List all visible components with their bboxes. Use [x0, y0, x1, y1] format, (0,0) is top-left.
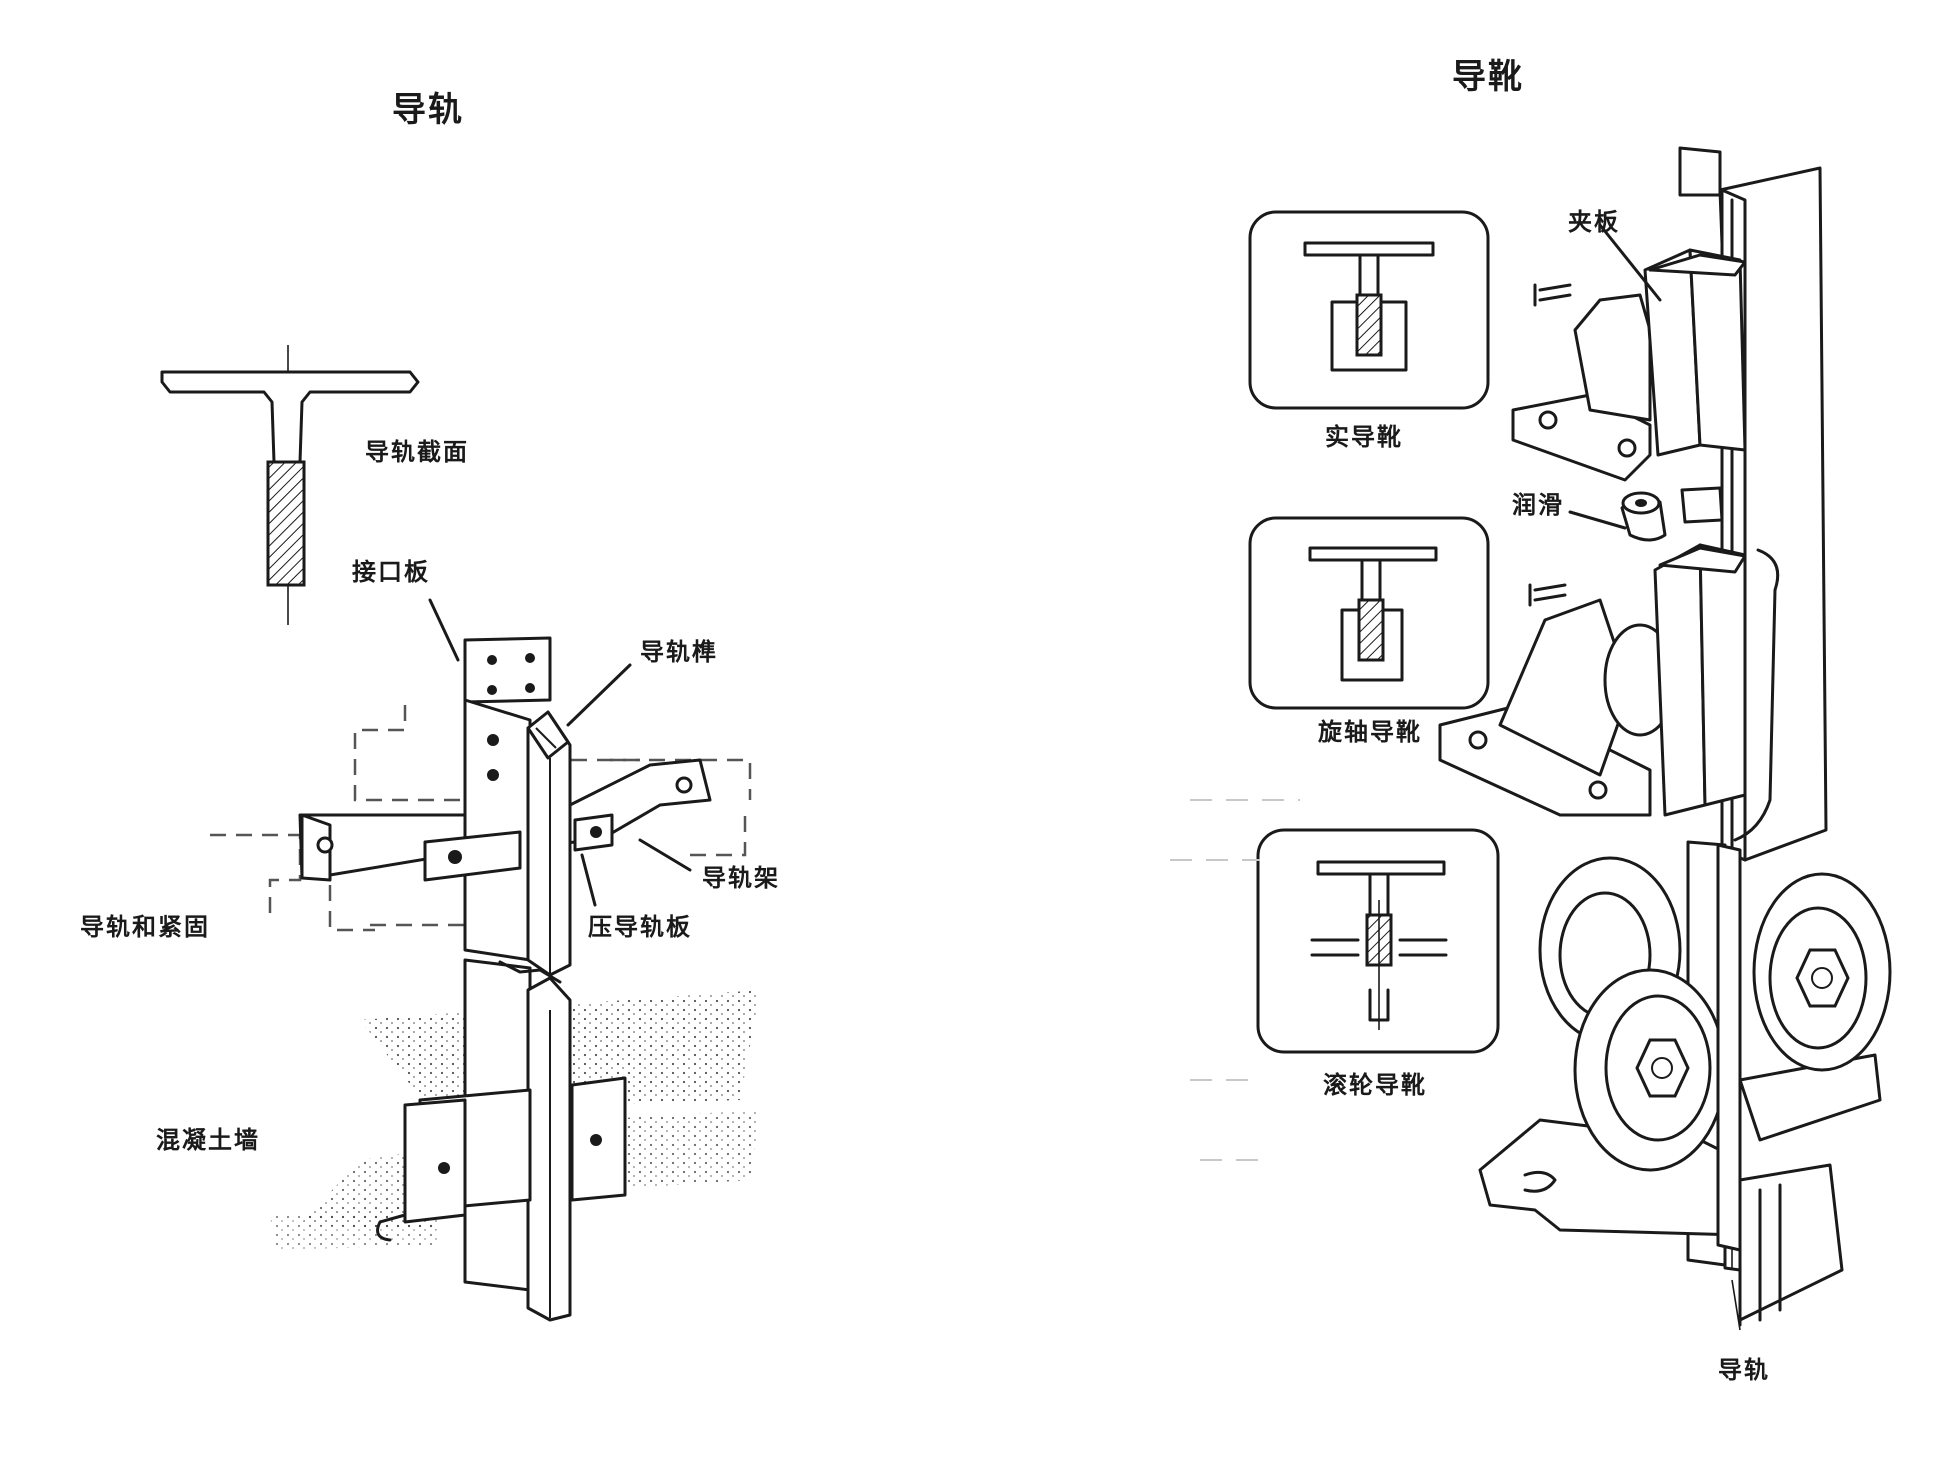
- guide-rail-assembly: [376, 636, 627, 1322]
- rail-label-leader: [1731, 1279, 1741, 1331]
- rigid-guide-shoe: [1511, 223, 1747, 482]
- roller-shoe-label: 滚轮导靴: [1323, 1071, 1427, 1099]
- lubrication-label: 润滑: [1512, 491, 1564, 519]
- concrete-wall-label: 混凝土墙: [156, 1126, 260, 1154]
- wall-outline-sketch: [210, 705, 752, 932]
- clamp-label: 夹板: [1568, 208, 1620, 236]
- rail-cross-section: [160, 345, 420, 625]
- roller-guide-shoe: [1478, 843, 1892, 1252]
- left-panel-title: 导轨: [392, 90, 464, 130]
- rigid-shoe-inset: [1248, 210, 1490, 410]
- pivot-guide-shoe: [1438, 543, 1780, 842]
- rail-fastening-label: 导轨和紧固: [80, 913, 210, 941]
- roller-shoe-inset: [1256, 828, 1500, 1054]
- rail-bracket-label: 导轨架: [702, 864, 780, 892]
- pivot-shoe-label: 旋轴导靴: [1318, 718, 1422, 746]
- joint-plate-label: 接口板: [352, 558, 430, 586]
- right-panel-title: 导靴: [1452, 57, 1524, 97]
- lubricator: [1568, 486, 1724, 542]
- clamp-plate-label: 压导轨板: [588, 913, 692, 941]
- guide-rail-label: 导轨: [1718, 1356, 1770, 1384]
- left-leader-lines: [428, 598, 692, 907]
- rigid-shoe-label: 实导靴: [1325, 423, 1403, 451]
- rail-section-label: 导轨截面: [365, 438, 469, 466]
- rail-tenon-label: 导轨榫: [640, 638, 718, 666]
- pivot-shoe-inset: [1248, 516, 1490, 710]
